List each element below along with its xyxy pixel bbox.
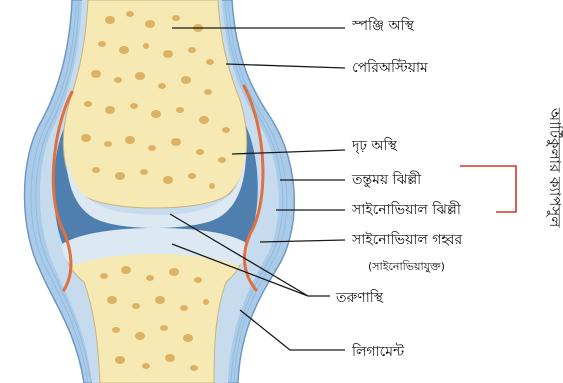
label-synovial-cavity-note: (সাইনোভিয়াযুক্ত) [368, 260, 445, 273]
label-synovial-membrane: সাইনোভিয়াল ঝিল্লী [351, 201, 462, 218]
label-periosteum: পেরিঅস্টিয়াম [352, 59, 428, 76]
label-cartilage: তরুণাস্থি [335, 289, 384, 306]
label-compact-bone: দৃঢ় অস্থি [351, 137, 398, 154]
capsule-bracket [460, 166, 516, 212]
label-spongy-bone: স্পঞ্জি অস্থি [351, 17, 415, 34]
label-fibrous-membrane: তন্তুময় ঝিল্লী [351, 171, 422, 188]
label-articular-capsule: আর্টিকুলার ক্যাপসুল [546, 107, 563, 228]
label-ligament: লিগামেন্ট [351, 343, 405, 360]
label-synovial-cavity: সাইনোভিয়াল গহ্বর [351, 231, 463, 248]
leader-ligament [240, 310, 345, 350]
